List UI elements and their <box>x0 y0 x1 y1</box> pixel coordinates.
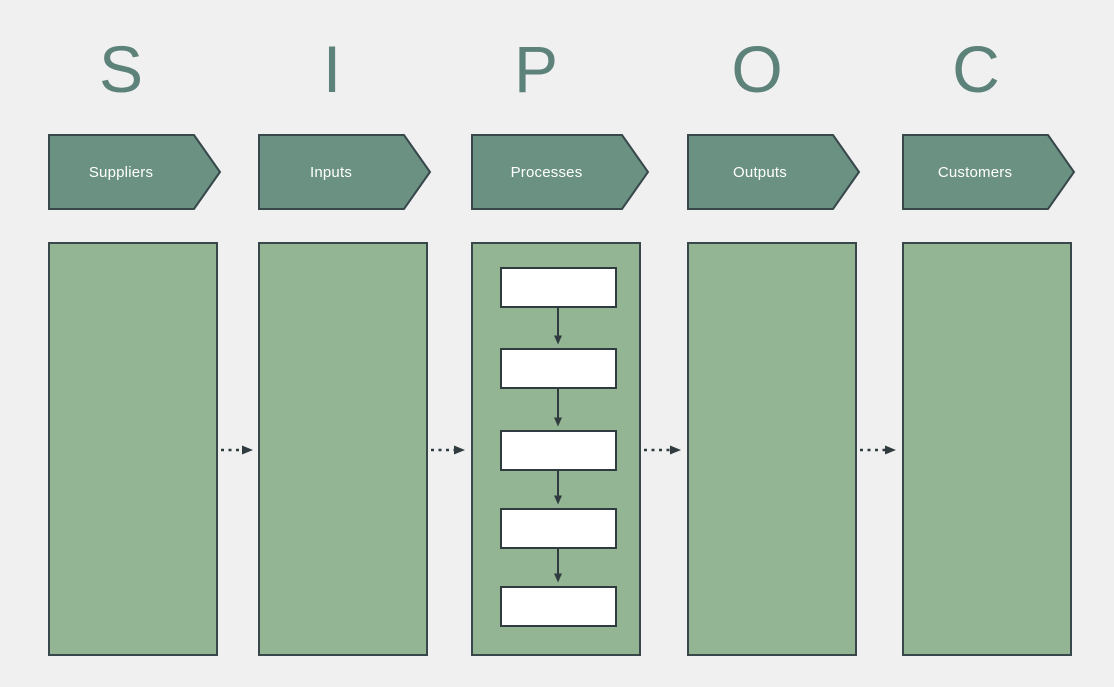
letter-heading-i: I <box>322 32 342 106</box>
process-flow-connectors <box>554 306 562 583</box>
process-step-box-2[interactable] <box>500 348 617 389</box>
process-step-box-3[interactable] <box>500 430 617 471</box>
process-step-box-5[interactable] <box>500 586 617 627</box>
letter-heading-p: P <box>513 32 559 106</box>
processes-column-body[interactable] <box>471 242 641 656</box>
header-arrow-customers[interactable]: Customers <box>902 134 1076 210</box>
outputs-column-body[interactable] <box>687 242 857 656</box>
letter-heading-s: S <box>98 32 144 106</box>
chevron-shape-outputs <box>687 134 861 210</box>
inputs-column-body[interactable] <box>258 242 428 656</box>
chevron-shape-inputs <box>258 134 432 210</box>
letter-heading-c: C <box>952 32 1000 106</box>
suppliers-column-body[interactable] <box>48 242 218 656</box>
chevron-shape-processes <box>471 134 650 210</box>
process-step-box-4[interactable] <box>500 508 617 549</box>
link-inputs-to-processes <box>429 438 471 462</box>
letter-heading-o: O <box>731 32 783 106</box>
link-outputs-to-customers <box>858 438 902 462</box>
chevron-shape-customers <box>902 134 1076 210</box>
header-arrow-processes[interactable]: Processes <box>471 134 650 210</box>
link-processes-to-outputs <box>642 438 687 462</box>
chevron-shape-suppliers <box>48 134 222 210</box>
link-suppliers-to-inputs <box>219 438 259 462</box>
header-arrow-outputs[interactable]: Outputs <box>687 134 861 210</box>
header-arrow-suppliers[interactable]: Suppliers <box>48 134 222 210</box>
header-arrow-inputs[interactable]: Inputs <box>258 134 432 210</box>
customers-column-body[interactable] <box>902 242 1072 656</box>
process-step-box-1[interactable] <box>500 267 617 308</box>
